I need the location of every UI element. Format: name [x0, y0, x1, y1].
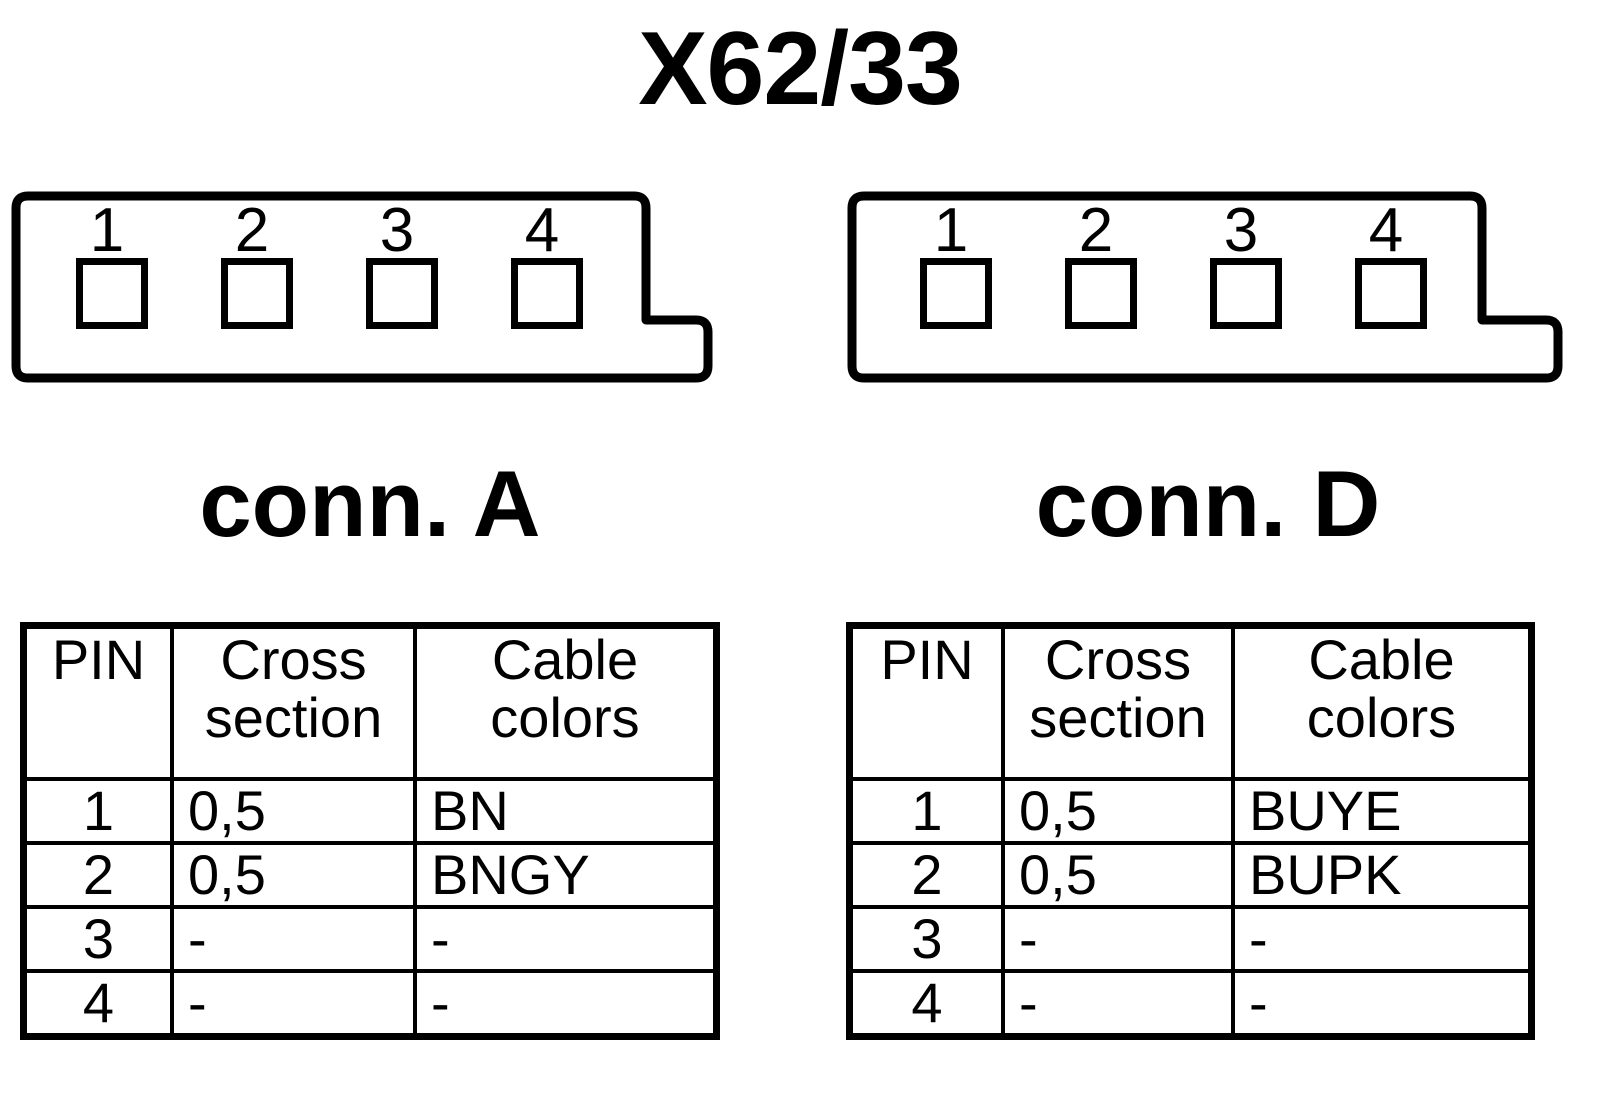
column-header-cross-section-line1: Cross: [220, 628, 367, 691]
column-header-cross-section: Cross section: [170, 623, 417, 781]
table-row: 1 0,5 BN: [21, 777, 719, 845]
cell-cross-section: 0,5: [170, 777, 417, 845]
connector-a-pin-label-2: 2: [234, 196, 270, 265]
column-header-cable-colors: Cable colors: [1231, 623, 1534, 781]
cell-pin: 1: [21, 777, 174, 845]
column-header-cross-section-line2: section: [1029, 686, 1207, 750]
cell-pin: 4: [847, 969, 1005, 1039]
connector-a-label: conn. A: [199, 451, 541, 556]
connector-d-pin-label-2: 2: [1078, 196, 1114, 265]
connector-d-pin-socket-3: [1210, 258, 1282, 329]
connector-d-pin-socket-1: [920, 258, 992, 329]
cell-cross-section: -: [1001, 905, 1235, 973]
page-title: X62/33: [638, 11, 963, 127]
cell-cross-section: -: [170, 969, 417, 1039]
cell-cable-colors: -: [413, 905, 719, 973]
connector-a-pin-socket-3: [366, 258, 438, 329]
cell-pin: 2: [847, 841, 1005, 909]
connector-a-pin-label-1: 1: [89, 196, 125, 265]
column-header-cross-section-line1: Cross: [1044, 628, 1192, 691]
cell-cable-colors: BUYE: [1231, 777, 1534, 845]
connector-a-outline-icon: [11, 191, 713, 383]
column-header-cross-section: Cross section: [1001, 623, 1235, 781]
cell-cross-section: 0,5: [1001, 841, 1235, 909]
cell-cross-section: -: [170, 905, 417, 973]
connector-d-outline-icon: [847, 191, 1563, 383]
cell-cable-colors: -: [413, 969, 719, 1039]
connector-a-pin-socket-2: [221, 258, 293, 329]
table-row: 2 0,5 BNGY: [21, 841, 719, 909]
connector-d-table-head: PIN Cross section Cable colors: [847, 623, 1534, 781]
connector-a-pin-table: PIN Cross section Cable colors 1 0,5 BN …: [20, 622, 720, 1040]
cell-cable-colors: BUPK: [1231, 841, 1534, 909]
cell-cable-colors: -: [1231, 905, 1534, 973]
table-row: 4 - -: [847, 969, 1534, 1039]
table-header-row: PIN Cross section Cable colors: [21, 623, 719, 781]
cell-cable-colors: BN: [413, 777, 719, 845]
column-header-cable-colors-line2: colors: [1306, 686, 1457, 750]
connector-d-pin-label-3: 3: [1223, 196, 1259, 265]
connector-a-table-body: 1 0,5 BN 2 0,5 BNGY 3 - - 4 - -: [21, 777, 719, 1039]
cell-pin: 1: [847, 777, 1005, 845]
cell-pin: 4: [21, 969, 174, 1039]
connector-d-pin-table: PIN Cross section Cable colors 1 0,5 BUY…: [846, 622, 1535, 1040]
column-header-cross-section-line2: section: [204, 686, 383, 750]
cell-cross-section: 0,5: [170, 841, 417, 909]
connector-d-table-body: 1 0,5 BUYE 2 0,5 BUPK 3 - - 4 - -: [847, 777, 1534, 1039]
cell-cable-colors: -: [1231, 969, 1534, 1039]
connector-a-pin-label-3: 3: [379, 196, 415, 265]
column-header-cable-colors-line1: Cable: [491, 628, 639, 691]
column-header-cable-colors: Cable colors: [413, 623, 719, 781]
connector-d-pin-socket-4: [1355, 258, 1427, 329]
connector-d-pin-socket-2: [1065, 258, 1137, 329]
connector-a-pin-socket-1: [76, 258, 148, 329]
column-header-pin-text: PIN: [51, 628, 146, 691]
connector-d-pin-label-1: 1: [933, 196, 969, 265]
table-header-row: PIN Cross section Cable colors: [847, 623, 1534, 781]
cell-pin: 3: [847, 905, 1005, 973]
column-header-cable-colors-line2: colors: [490, 686, 640, 750]
connector-a-pin-label-4: 4: [524, 196, 560, 265]
cell-cross-section: 0,5: [1001, 777, 1235, 845]
connector-a-pin-socket-4: [511, 258, 583, 329]
table-row: 3 - -: [21, 905, 719, 973]
connector-d-pin-label-4: 4: [1368, 196, 1404, 265]
cell-cross-section: -: [1001, 969, 1235, 1039]
table-row: 2 0,5 BUPK: [847, 841, 1534, 909]
table-row: 4 - -: [21, 969, 719, 1039]
connector-d-label: conn. D: [1035, 451, 1381, 556]
column-header-pin-text: PIN: [880, 628, 974, 691]
column-header-pin: PIN: [847, 623, 1005, 781]
cell-cable-colors: BNGY: [413, 841, 719, 909]
column-header-cable-colors-line1: Cable: [1308, 628, 1455, 691]
cell-pin: 2: [21, 841, 174, 909]
connector-a-table-head: PIN Cross section Cable colors: [21, 623, 719, 781]
cell-pin: 3: [21, 905, 174, 973]
table-row: 3 - -: [847, 905, 1534, 973]
column-header-pin: PIN: [21, 623, 174, 781]
table-row: 1 0,5 BUYE: [847, 777, 1534, 845]
